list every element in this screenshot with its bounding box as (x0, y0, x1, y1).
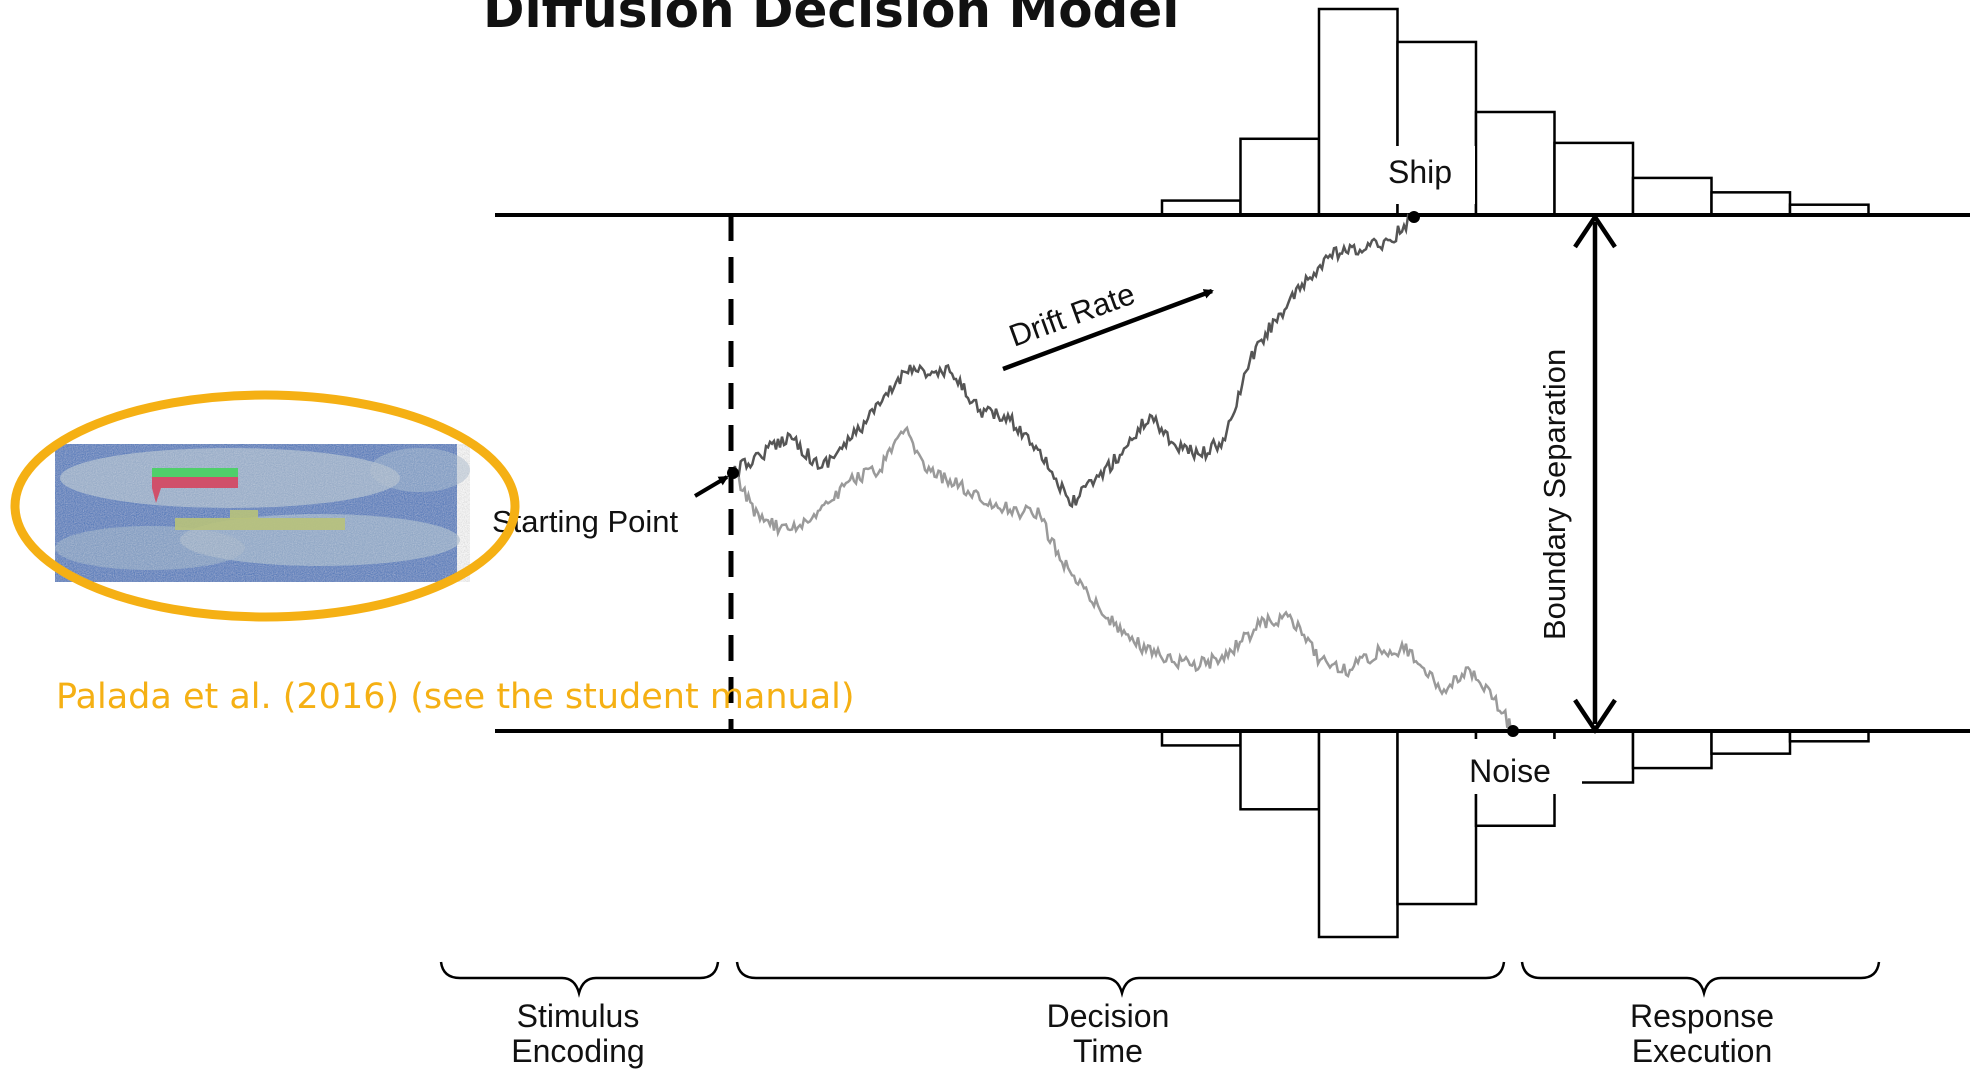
upper-histogram-bin (1239, 137, 1321, 217)
stimulus-encoding-brace (439, 961, 720, 998)
diagram-title: Diffusion Decision Model (483, 0, 1179, 39)
stage-decision-time-line1: Decision (1047, 998, 1170, 1034)
lower-histogram-bin (1631, 729, 1713, 770)
upper-histogram-bin (1553, 141, 1635, 217)
drift-rate-arrow-icon (1002, 288, 1214, 372)
upper-histogram-bin (1474, 110, 1556, 217)
starting-point-dot (727, 467, 739, 479)
upper-sample-path (731, 213, 1415, 509)
boundary-separation-label: Boundary Separation (1537, 349, 1572, 640)
upper-histogram-bin (1710, 191, 1792, 217)
decision-time-brace (735, 961, 1506, 998)
thumbnail-highlight-ring (10, 390, 520, 622)
starting-point-arrow-icon (693, 475, 729, 498)
noise-response-label: Noise (1469, 753, 1551, 789)
stage-stimulus-encoding-line2: Encoding (511, 1033, 644, 1069)
lower-histogram-bin (1239, 729, 1321, 811)
lower-histogram-bin (1710, 729, 1792, 755)
lower-hit-dot (1507, 725, 1519, 737)
ship-response-label: Ship (1388, 154, 1452, 190)
upper-hit-dot (1408, 211, 1420, 223)
ship-on-sea-thumbnail (55, 444, 470, 582)
lower-histogram-bin (1160, 729, 1242, 747)
upper-histogram-bin (1160, 199, 1242, 217)
citation-text: Palada et al. (2016) (see the student ma… (56, 677, 855, 717)
stage-response-execution-line2: Execution (1632, 1033, 1773, 1069)
upper-histogram-bin (1631, 176, 1713, 217)
upper-rt-histogram (1160, 7, 1870, 217)
lower-histogram-bin (1317, 729, 1399, 939)
stage-response-execution-line1: Response (1630, 998, 1774, 1034)
starting-point-label: Starting Point (492, 504, 678, 539)
lower-sample-path (731, 425, 1514, 735)
response-execution-brace (1520, 961, 1881, 998)
stage-decision-time-line2: Time (1073, 1033, 1143, 1069)
stage-stimulus-encoding-line1: Stimulus (517, 998, 640, 1034)
